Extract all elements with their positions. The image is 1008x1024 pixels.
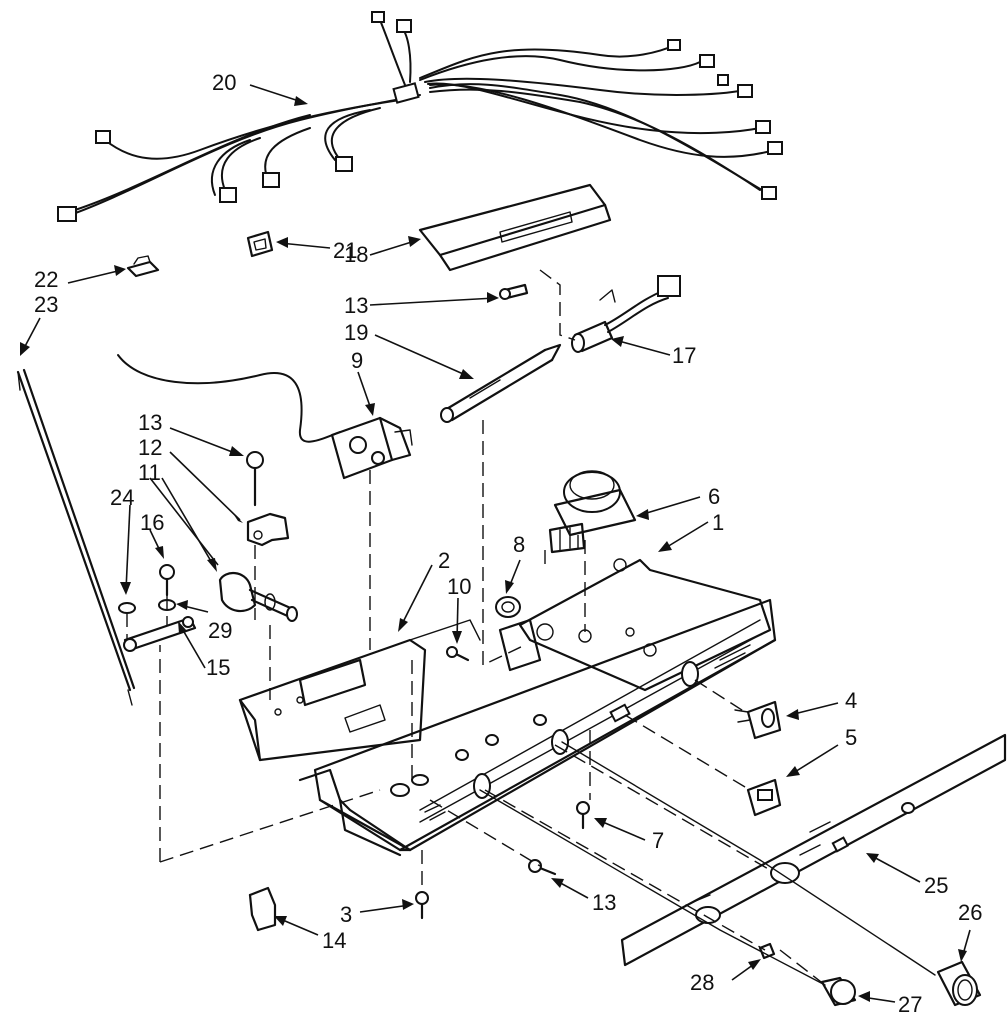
callout-11: 11 [138,460,161,485]
callout-5: 5 [845,725,857,750]
switch-4 [734,700,782,740]
callout-9: 9 [351,348,363,373]
clip-28 [758,942,776,960]
tube-19 [440,343,562,423]
callout-19: 19 [344,320,368,345]
callout-16: 16 [140,510,164,535]
wire-harness [57,11,783,222]
callout-13-top: 13 [344,293,368,318]
callout-3: 3 [340,902,352,927]
callout-15: 15 [206,655,230,680]
washer-24 [118,602,136,614]
screw-13-top [499,283,529,300]
callout-21: 21 [333,238,357,263]
clip-21 [246,230,274,258]
callout-26: 26 [958,900,982,925]
cover-18 [418,183,612,272]
callout-4: 4 [845,688,857,713]
screw-3 [415,891,429,920]
screw-13-left [246,451,264,507]
panel-25 [620,733,1007,967]
assembly-lines [126,269,936,986]
callout-27: 27 [898,992,922,1017]
callout-14: 14 [322,928,346,953]
housing-1 [298,558,777,857]
callout-7: 7 [652,828,664,853]
sensor-17 [571,275,681,353]
bushing-8 [495,596,521,618]
callout-24: 24 [110,485,134,510]
callout-1: 1 [712,510,724,535]
lever-15 [123,616,197,652]
bracket-2 [238,619,481,762]
callout-17: 17 [672,343,696,368]
knob-26 [936,960,982,1007]
screw-16 [159,564,175,597]
screw-13-bottom [528,859,557,876]
callout-10: 10 [447,574,471,599]
callout-20: 20 [212,70,236,95]
callout-6: 6 [708,484,720,509]
callout-labels: 20 21 22 23 18 13 19 17 9 13 12 11 24 16… [34,70,982,1017]
callout-18: 18 [344,242,368,267]
callout-13-bottom: 13 [592,890,616,915]
callout-2: 2 [438,548,450,573]
callout-25: 25 [924,873,948,898]
timer-6 [548,470,637,554]
shaft-11 [218,572,298,622]
bracket-12 [246,512,290,547]
leader-arrows [20,84,971,1003]
callout-12: 12 [138,435,162,460]
callout-22: 22 [34,267,58,292]
rod-23 [16,368,136,706]
callout-29: 29 [208,618,232,643]
knob-27 [820,976,857,1007]
clip-14 [248,886,277,932]
screw-7 [576,801,590,830]
switch-5 [746,778,782,817]
callout-28: 28 [690,970,714,995]
callout-8: 8 [513,532,525,557]
switch-9 [117,354,413,480]
clip-22 [126,255,160,278]
callout-23: 23 [34,292,58,317]
screw-10 [446,646,470,662]
callout-13-left: 13 [138,410,162,435]
